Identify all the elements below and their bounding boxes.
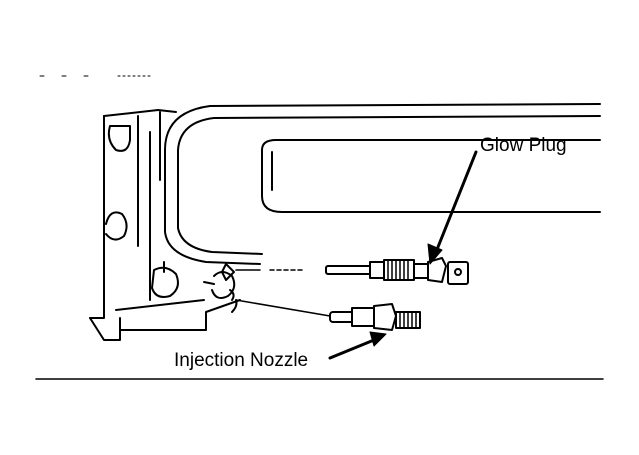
injection-nozzle-label: Injection Nozzle [174, 350, 309, 371]
cylinder-head [89, 103, 601, 341]
glow-plug-arrow [427, 150, 478, 265]
injection-nozzle [235, 299, 421, 331]
glow-plug [235, 257, 469, 285]
injection-nozzle-arrow [328, 331, 387, 360]
glow-plug-label: Glow Plug [480, 135, 567, 156]
